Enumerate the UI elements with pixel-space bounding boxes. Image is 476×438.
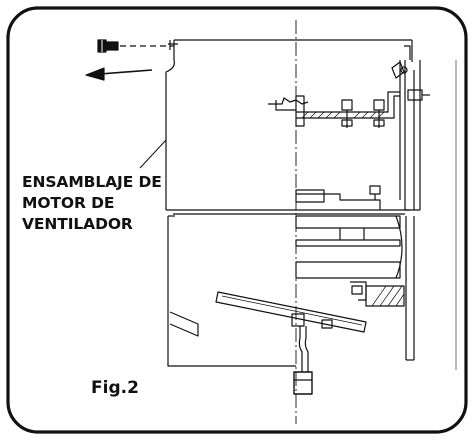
rail-bolt-right: [373, 99, 385, 128]
callout-line-3: VENTILADOR: [22, 215, 133, 233]
arrow-left-icon: [85, 67, 153, 81]
screw-icon: [97, 39, 119, 53]
callout-leader: [139, 139, 167, 169]
wire-harness: [293, 326, 313, 395]
mounting-bracket: [391, 40, 421, 361]
figure-label: Fig.2: [91, 378, 139, 398]
hanger-rail: [268, 89, 430, 128]
motor-mount: [350, 281, 405, 307]
diagram-frame: [6, 6, 468, 434]
rail-bolt-left: [341, 99, 353, 128]
blower-wheel: [295, 185, 403, 279]
callout-line-2: MOTOR DE: [22, 194, 115, 212]
callout-line-1: ENSAMBLAJE DE: [22, 173, 162, 191]
fan-motor-assembly-label: ENSAMBLAJE DE MOTOR DE VENTILADOR: [22, 172, 162, 235]
motor-housing: [165, 39, 412, 367]
tilted-panel: [215, 291, 367, 333]
